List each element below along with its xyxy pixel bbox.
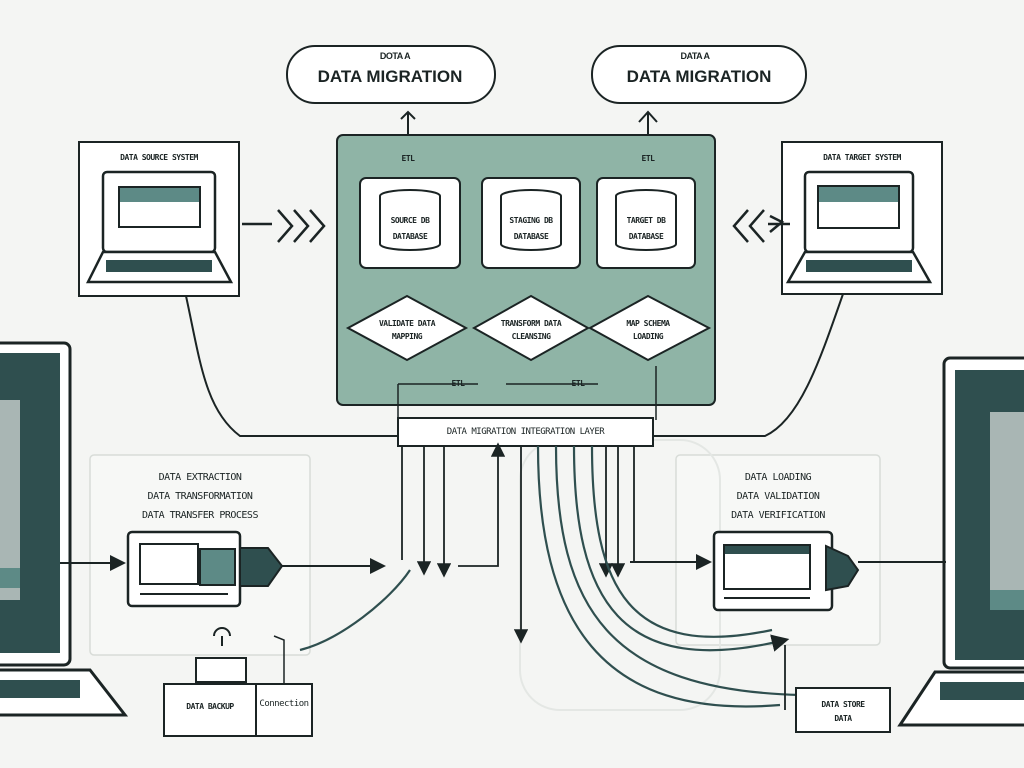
bus-flow-lines (401, 442, 635, 644)
store-sublabel: DATA (834, 713, 852, 723)
backup-box (163, 683, 257, 737)
right-process-line-3: DATA VERIFICATION (731, 509, 825, 521)
left-pill-title: DATA MIGRATION (317, 67, 463, 86)
inner-tick-label-1: ETL (451, 378, 465, 388)
left-title-pill (286, 45, 496, 104)
decision-sub-1: MAPPING (391, 332, 423, 341)
decision-diamond-3 (587, 294, 712, 362)
left-monitor-icon (0, 341, 129, 717)
decision-diamond-1 (345, 294, 469, 362)
decision-label-1: VALIDATE DATA (378, 319, 436, 328)
backup-device-top (195, 657, 247, 683)
target-laptop-icon (785, 170, 933, 284)
db-label-3: TARGET DB (626, 215, 666, 225)
flow-curves (299, 445, 801, 708)
chevron-right-icon (242, 209, 326, 243)
right-device-icon (712, 530, 860, 612)
db-card-1 (359, 177, 461, 269)
decision-label-2: TRANSFORM DATA (500, 319, 562, 328)
left-process-text: DATA EXTRACTION DATA TRANSFORMATION DATA… (112, 466, 288, 526)
source-laptop-icon (85, 170, 234, 284)
store-label: DATA STORE (821, 699, 865, 709)
decision-label-3: MAP SCHEMA (626, 319, 670, 328)
right-pill-superscript: DATA A (680, 51, 711, 61)
panel-tick-label-2: ETL (641, 153, 655, 163)
store-box (795, 687, 891, 733)
left-process-line-2: DATA TRANSFORMATION (147, 490, 253, 502)
right-monitor-icon (897, 356, 1024, 727)
right-process-text: DATA LOADING DATA VALIDATION DATA VERIFI… (690, 466, 866, 526)
backup-label: DATA BACKUP (186, 701, 234, 711)
right-pill-arrowhead (638, 110, 658, 123)
left-process-line-1: DATA EXTRACTION (158, 471, 242, 483)
db-label-2: STAGING DB (509, 215, 553, 225)
bus-label: DATA MIGRATION INTEGRATION LAYER (446, 427, 605, 437)
decision-sub-2: CLEANSING (511, 332, 551, 341)
central-migration-panel (336, 134, 716, 406)
connection-label: Connection (259, 699, 309, 709)
target-system-title: DATA TARGET SYSTEM (823, 152, 901, 162)
db-sublabel-2: DATABASE (513, 231, 549, 241)
right-title-pill (591, 45, 807, 104)
db-sublabel-1: DATABASE (392, 231, 428, 241)
db-card-2 (481, 177, 581, 269)
db-sublabel-3: DATABASE (628, 231, 664, 241)
left-pill-arrowhead (400, 110, 416, 120)
integration-bus (397, 417, 654, 447)
db-card-3 (596, 177, 696, 269)
db-label-1: SOURCE DB (390, 215, 430, 225)
backup-link-line (273, 635, 285, 684)
target-to-bus-line (653, 293, 844, 437)
inner-tick-label-2: ETL (571, 378, 585, 388)
left-process-line-3: DATA TRANSFER PROCESS (142, 509, 258, 521)
connection-box (255, 683, 313, 737)
right-process-line-2: DATA VALIDATION (736, 490, 820, 502)
source-system-title: DATA SOURCE SYSTEM (120, 152, 198, 162)
source-to-bus-line (185, 295, 398, 437)
right-process-line-1: DATA LOADING (744, 471, 812, 483)
panel-tick-label-1: ETL (401, 153, 415, 163)
decision-sub-3: LOADING (632, 332, 664, 341)
right-pill-title: DATA MIGRATION (626, 67, 772, 86)
left-pill-superscript: DOTA A (379, 51, 411, 61)
chevron-left-icon (732, 209, 790, 243)
left-device-icon (126, 530, 284, 608)
decision-diamond-2 (471, 294, 591, 362)
router-icon (213, 627, 231, 646)
